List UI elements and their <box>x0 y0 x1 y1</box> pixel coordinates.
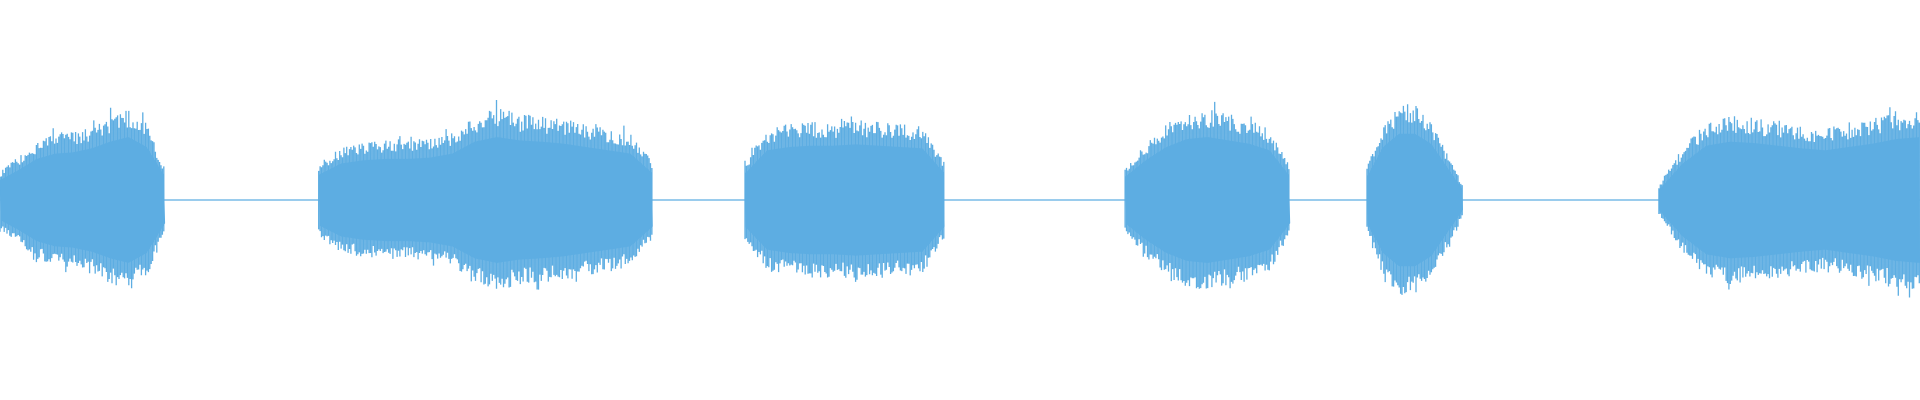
waveform-segment-core-1 <box>0 137 166 263</box>
waveform-segment-core-5 <box>1367 133 1463 267</box>
waveform-segment-core-4 <box>1125 137 1291 263</box>
waveform-segment-core-3 <box>745 144 945 256</box>
waveform-segment-core-6 <box>1658 137 1920 263</box>
waveform-segments <box>0 100 1920 298</box>
waveform-segment-core-2 <box>318 137 653 263</box>
